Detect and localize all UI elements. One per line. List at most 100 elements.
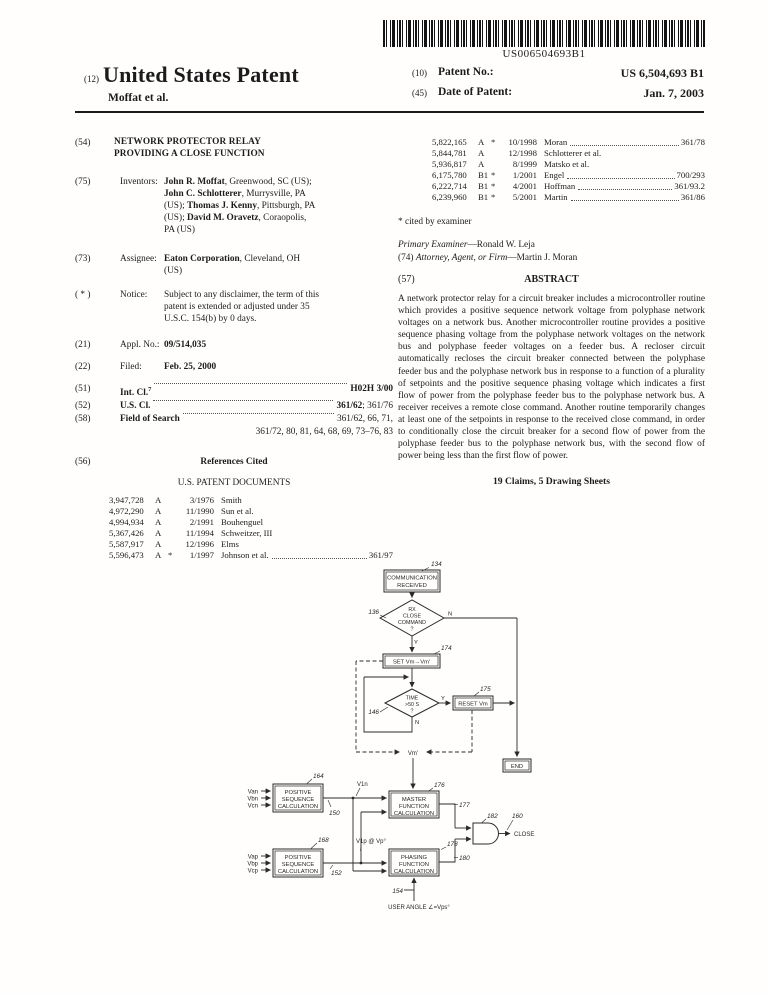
ref-number: 5,596,473 bbox=[109, 550, 144, 561]
dot-leader bbox=[245, 495, 391, 504]
ref-number: 5,822,165 bbox=[432, 137, 467, 147]
ref-date: 12/1998 bbox=[508, 148, 537, 158]
ref-168: 168 bbox=[318, 837, 329, 844]
reference-row: 5,587,917 A 12/1996 Elms bbox=[75, 539, 393, 550]
us-cl-value: 361/62; 361/76 bbox=[336, 401, 393, 412]
cited-by-examiner: * cited by examiner bbox=[398, 217, 472, 227]
node-label: TIME bbox=[406, 696, 419, 702]
ref-star: * bbox=[491, 181, 496, 191]
ref-name: Elms bbox=[221, 539, 239, 550]
field-code: (58) bbox=[75, 414, 91, 425]
node-positive-sequence-2: POSITIVE SEQUENCE CALCULATION 168 152 Va… bbox=[247, 837, 342, 878]
branch-yes: Y bbox=[441, 696, 445, 702]
ref-number: 6,175,780 bbox=[432, 170, 467, 180]
ref-class: 361/78 bbox=[680, 137, 705, 147]
document-title-row: (12) United States Patent bbox=[84, 62, 299, 88]
vap-label: Vap bbox=[248, 855, 259, 861]
node-label: END bbox=[511, 764, 523, 770]
references-cited-heading: (56) References Cited bbox=[75, 457, 268, 468]
filing-date: Feb. 25, 2000 bbox=[164, 362, 217, 372]
dot-leader bbox=[604, 148, 703, 157]
dot-leader bbox=[257, 506, 391, 515]
abstract-text: A network protector relay for a circuit … bbox=[398, 294, 705, 462]
reference-row: 6,239,960 B1 * 5/2001 Martin 361/86 bbox=[398, 192, 705, 203]
field-54-title: (54) NETWORK PROTECTOR RELAY PROVIDING A… bbox=[75, 137, 393, 160]
ref-name: Sun et al. bbox=[221, 506, 254, 517]
ref-number: 5,367,426 bbox=[109, 528, 144, 539]
ref-date: 11/1990 bbox=[185, 506, 214, 517]
ref-star: * bbox=[168, 550, 173, 561]
ref-number: 5,587,917 bbox=[109, 539, 144, 550]
int-cl-value: H02H 3/00 bbox=[350, 384, 393, 394]
ref-kind: B1 bbox=[478, 181, 489, 191]
ref-number: 6,222,714 bbox=[432, 181, 467, 191]
header-rule bbox=[75, 111, 704, 113]
branch-no: N bbox=[415, 720, 419, 726]
field-code: (73) bbox=[75, 254, 91, 264]
attorney-agent-firm: (74) Attorney, Agent, or Firm—Martin J. … bbox=[398, 252, 578, 263]
code-12: (12) bbox=[84, 74, 99, 84]
ref-date: 11/1994 bbox=[185, 528, 214, 539]
ref-176: 176 bbox=[434, 782, 445, 789]
ref-date: 1/2001 bbox=[512, 170, 537, 180]
ref-name: Schweitzer, III bbox=[221, 528, 273, 539]
field-code: (56) bbox=[75, 457, 91, 468]
reference-row: 5,367,426 A 11/1994 Schweitzer, III bbox=[75, 528, 393, 539]
field-code: (21) bbox=[75, 340, 91, 350]
field-notice: ( * ) Notice: Subject to any disclaimer,… bbox=[75, 289, 393, 325]
ref-kind: A bbox=[155, 528, 162, 539]
reference-row: 6,222,714 B1 * 4/2001 Hoffman 361/93.2 bbox=[398, 181, 705, 192]
ref-178: 178 bbox=[447, 841, 458, 848]
search-value: 361/62, 66, 71, bbox=[336, 414, 393, 425]
reference-row: 5,822,165 A * 10/1998 Moran 361/78 bbox=[398, 137, 705, 148]
dot-leader bbox=[242, 539, 391, 548]
ref-180: 180 bbox=[459, 855, 470, 862]
field-22-filed: (22) Filed: Feb. 25, 2000 bbox=[75, 361, 393, 373]
references-table-right: 5,822,165 A * 10/1998 Moran 361/78 5,844… bbox=[398, 137, 705, 203]
node-label: CALCULATION bbox=[278, 869, 318, 875]
ref-class: 700/293 bbox=[676, 170, 705, 180]
ref-number: 4,972,290 bbox=[109, 506, 144, 517]
dot-leader bbox=[266, 517, 391, 526]
ref-star: * bbox=[491, 170, 496, 180]
field-label: Int. Cl.7 bbox=[120, 386, 152, 399]
node-phasing-function: PHASING FUNCTION CALCULATION 178 180 154… bbox=[388, 841, 470, 911]
ref-164: 164 bbox=[313, 773, 324, 780]
vm-prime-label: Vm' bbox=[408, 751, 418, 757]
reference-row: 5,844,781 A 12/1998 Schlotterer et al. bbox=[398, 148, 705, 159]
ref-kind: A bbox=[155, 495, 162, 506]
dot-leader bbox=[578, 181, 673, 190]
field-58-search: (58) Field of Search 361/62, 66, 71, bbox=[75, 413, 393, 426]
close-output-label: CLOSE bbox=[514, 832, 534, 838]
node-label: PHASING bbox=[401, 855, 428, 861]
ref-152: 152 bbox=[331, 870, 342, 877]
ref-174: 174 bbox=[441, 645, 452, 652]
ref-kind: A bbox=[478, 137, 485, 147]
ref-star bbox=[491, 148, 500, 159]
node-label: FUNCTION bbox=[399, 804, 429, 810]
patent-number-row: (10) Patent No.: US 6,504,693 B1 bbox=[412, 66, 704, 81]
node-label: COMMUNICATION bbox=[387, 576, 437, 582]
field-51-int-cl: (51) Int. Cl.7 H02H 3/00 bbox=[75, 383, 393, 400]
ref-kind: A bbox=[478, 148, 485, 158]
ref-kind: A bbox=[155, 539, 162, 550]
dot-leader bbox=[153, 400, 334, 402]
node-label: FUNCTION bbox=[399, 862, 429, 868]
v1p-label: V1p @ Vp° bbox=[356, 839, 386, 845]
ref-name: Bouhenguel bbox=[221, 517, 263, 528]
node-time-check: TIME >50 S ? 146 Y N bbox=[368, 688, 445, 726]
ref-name: Schlotterer et al. bbox=[544, 148, 602, 158]
node-label: ? bbox=[411, 709, 414, 715]
ref-177: 177 bbox=[459, 802, 470, 809]
field-75-inventors: (75) Inventors: John R. Moffat, Greenwoo… bbox=[75, 176, 393, 236]
ref-154: 154 bbox=[392, 888, 403, 895]
ref-number: 4,994,934 bbox=[109, 517, 144, 528]
node-label: >50 S bbox=[405, 702, 419, 708]
user-angle-label: USER ANGLE ∠=Vps° bbox=[388, 904, 450, 911]
field-label: Assignee: bbox=[120, 254, 157, 264]
code-10: (10) bbox=[412, 68, 427, 78]
reference-row: 4,972,290 A 11/1990 Sun et al. bbox=[75, 506, 393, 517]
page-title: United States Patent bbox=[103, 62, 299, 87]
node-label: RX bbox=[408, 607, 416, 613]
representative-drawing: COMMUNICATION RECEIVED 134 RX CLOSE COMM… bbox=[247, 561, 534, 911]
